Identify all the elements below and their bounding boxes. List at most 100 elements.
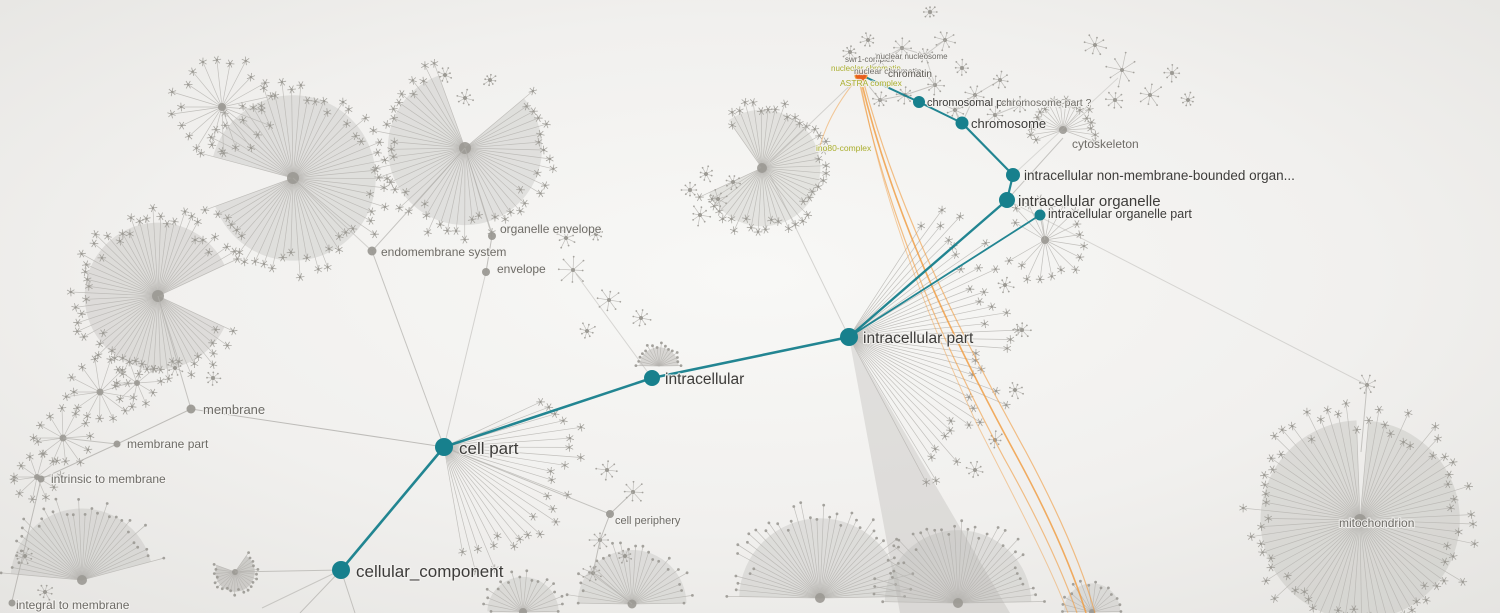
go-node-label[interactable]: intracellular part — [862, 329, 975, 348]
cluster-center-node[interactable] — [77, 575, 87, 585]
snowflake-node[interactable] — [557, 255, 585, 283]
go-node-intracellular-part[interactable] — [840, 328, 858, 346]
snowflake-node[interactable] — [1180, 91, 1195, 107]
go-node-label[interactable]: chromosomal part — [926, 96, 1016, 110]
highlighted-edge — [961, 122, 1014, 176]
term-label: ASTRA complex — [840, 78, 903, 88]
edge — [592, 539, 601, 574]
fan-cluster — [872, 519, 1046, 608]
snowflake-node[interactable] — [692, 205, 712, 227]
snowflake-node[interactable] — [986, 105, 1004, 125]
term-label: ino80-complex — [816, 143, 872, 153]
snowflake-node[interactable] — [934, 31, 956, 52]
go-node-cell-part[interactable] — [435, 438, 453, 456]
snowflake-node[interactable] — [1105, 91, 1124, 109]
snowflake-node[interactable] — [1012, 95, 1027, 113]
go-node-chromosome[interactable] — [955, 116, 969, 130]
highlighted-path-curve — [859, 78, 1069, 613]
go-node-cellular_component[interactable] — [332, 561, 350, 579]
cluster-center-node[interactable] — [815, 593, 825, 603]
snowflake-node[interactable] — [842, 45, 857, 60]
snowflake-node[interactable] — [579, 322, 596, 339]
go-node-intracellular-organelle-part[interactable] — [1034, 209, 1046, 221]
snowflake-node[interactable] — [632, 309, 652, 327]
go-node-intracellular[interactable] — [644, 370, 660, 386]
snowflake-node[interactable] — [954, 58, 969, 76]
snowflake-node[interactable] — [1139, 83, 1162, 107]
term-node[interactable] — [488, 232, 496, 240]
highlighted-path-curve — [819, 79, 857, 147]
edge — [924, 54, 936, 86]
edge — [592, 572, 633, 605]
snowflake-node[interactable] — [1163, 64, 1181, 83]
snowflake-node[interactable] — [456, 88, 474, 106]
snowflake-node[interactable] — [1009, 382, 1024, 400]
go-node-label[interactable]: intracellular organelle part — [1047, 206, 1194, 222]
term-node[interactable] — [37, 475, 45, 483]
cluster-center-node[interactable] — [757, 163, 767, 173]
term-node[interactable] — [113, 440, 121, 448]
snowflake-node[interactable] — [725, 175, 741, 191]
go-node-label[interactable]: cell part — [458, 438, 520, 459]
snowflake-node[interactable] — [1083, 34, 1108, 56]
cluster-center-node[interactable] — [519, 608, 527, 613]
burst-layer — [16, 6, 1376, 601]
term-node[interactable] — [8, 599, 16, 607]
term-node[interactable] — [367, 246, 377, 256]
term-node[interactable] — [482, 268, 490, 276]
go-node-label[interactable]: intracellular — [664, 370, 745, 389]
snowflake-node[interactable] — [37, 584, 53, 601]
snowflake-node[interactable] — [588, 225, 603, 241]
edge — [190, 408, 445, 448]
cluster-center-node[interactable] — [953, 598, 963, 608]
go-node-non-membrane-organelle[interactable] — [1006, 168, 1020, 182]
snowflake-node[interactable] — [927, 75, 945, 96]
snowflake-node[interactable] — [206, 371, 222, 386]
go-node-intracellular-organelle[interactable] — [999, 192, 1015, 208]
term-label: chromosome part ? — [1001, 97, 1092, 109]
go-node-label[interactable]: intracellular organelle — [1017, 192, 1162, 211]
go-node-chromosomal-part[interactable] — [913, 96, 925, 108]
go-node-selected-nucleosome[interactable] — [854, 68, 868, 82]
snowflake-node[interactable] — [595, 460, 618, 481]
edge — [865, 59, 881, 71]
snowflake-node[interactable] — [437, 67, 453, 83]
snowflake-node[interactable] — [708, 189, 728, 208]
edge — [261, 569, 342, 609]
snowflake-node[interactable] — [618, 548, 633, 564]
term-node[interactable] — [606, 510, 614, 518]
fan-cluster — [1026, 95, 1100, 146]
snowflake-node[interactable] — [997, 276, 1015, 294]
edge — [954, 94, 976, 111]
snowflake-node[interactable] — [680, 181, 698, 197]
snowflake-node[interactable] — [1012, 322, 1032, 338]
cluster-center-node[interactable] — [1089, 609, 1095, 613]
cluster-center-node[interactable] — [218, 103, 226, 111]
cluster-center-node[interactable] — [1059, 126, 1067, 134]
snowflake-node[interactable] — [556, 227, 576, 249]
snowflake-node[interactable] — [483, 73, 497, 87]
edge — [599, 513, 611, 541]
term-node[interactable] — [186, 404, 196, 414]
snowflake-node[interactable] — [596, 289, 622, 312]
go-node-label[interactable]: intracellular non-membrane-bounded organ… — [1023, 167, 1296, 184]
go-node-label[interactable]: cellular_component — [355, 561, 505, 582]
fan-cluster — [62, 354, 138, 423]
cluster-center-node[interactable] — [96, 388, 104, 396]
edge — [299, 569, 342, 613]
snowflake-node[interactable] — [16, 548, 33, 565]
highlighted-edge — [918, 101, 963, 124]
snowflake-node[interactable] — [699, 165, 713, 183]
snowflake-node[interactable] — [859, 32, 875, 47]
edge — [11, 478, 42, 602]
snowflake-node[interactable] — [965, 460, 984, 478]
cluster-center-node[interactable] — [1354, 514, 1366, 526]
edge — [769, 74, 862, 163]
go-node-label[interactable]: chromosome — [970, 115, 1047, 132]
cluster-center-node[interactable] — [134, 380, 140, 386]
snowflake-node[interactable] — [945, 100, 965, 120]
snowflake-node[interactable] — [922, 6, 938, 18]
snowflake-node[interactable] — [1105, 51, 1136, 88]
